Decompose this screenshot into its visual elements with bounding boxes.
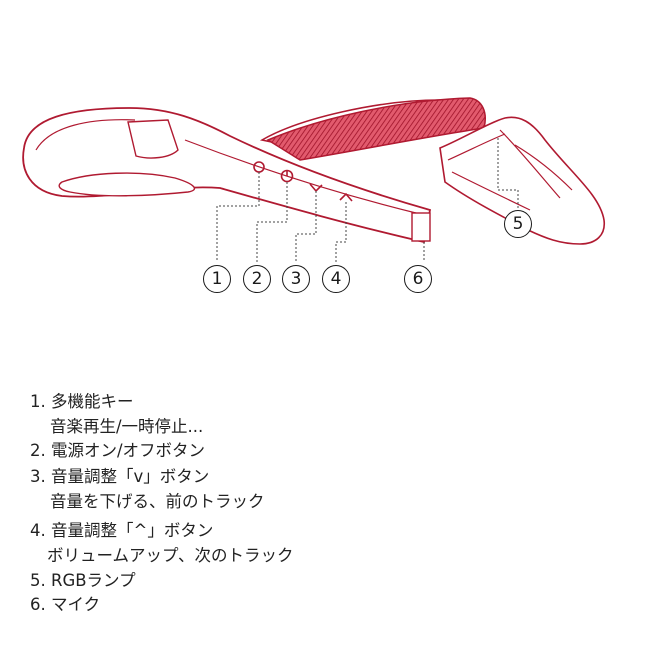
callout-4: 4 bbox=[322, 265, 350, 293]
leader-lines bbox=[216, 138, 519, 262]
callout-5: 5 bbox=[504, 210, 532, 238]
feature-4-title: 4. 音量調整「^」ボタン bbox=[30, 521, 214, 540]
feature-1-title: 1. 多機能キー bbox=[30, 392, 134, 411]
feature-2-title: 2. 電源オン/オフボタン bbox=[30, 441, 206, 460]
feature-1-desc: 音楽再生/一時停止... bbox=[50, 417, 204, 436]
feature-3-desc: 音量を下げる、前のトラック bbox=[50, 492, 265, 511]
callout-1: 1 bbox=[203, 265, 231, 293]
band-pad bbox=[127, 119, 179, 159]
product-diagram: 1 2 3 4 5 6 bbox=[22, 97, 605, 293]
speaker-grille bbox=[266, 97, 486, 161]
feature-5-title: 5. RGBランプ bbox=[30, 571, 136, 590]
neck-speaker-illustration bbox=[22, 97, 605, 262]
mic-end bbox=[411, 212, 431, 242]
callout-3: 3 bbox=[282, 265, 310, 293]
feature-3-title: 3. 音量調整「v」ボタン bbox=[30, 467, 210, 486]
volume-up-icon bbox=[339, 192, 353, 202]
feature-6-title: 6. マイク bbox=[30, 595, 101, 614]
feature-4-desc: ボリュームアップ、次のトラック bbox=[47, 546, 294, 565]
callout-2: 2 bbox=[243, 265, 271, 293]
callout-6: 6 bbox=[404, 265, 432, 293]
main-band bbox=[22, 107, 432, 244]
